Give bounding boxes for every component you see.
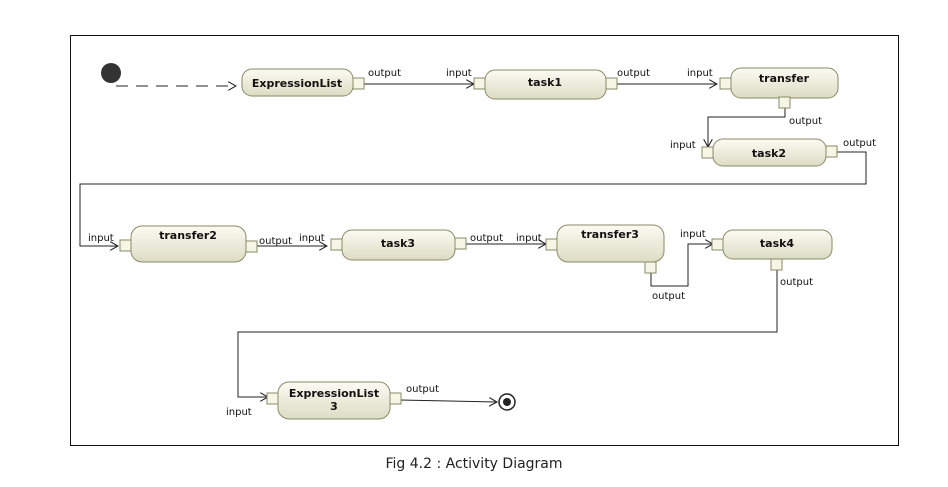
pin-label-input: input	[687, 68, 713, 79]
action-expressionlist3[interactable]: ExpressionList 3	[277, 381, 391, 420]
pin-label-output: output	[843, 138, 876, 149]
input-pin[interactable]	[266, 392, 279, 405]
action-transfer[interactable]: transfer	[730, 67, 839, 99]
edge-task4-to-expressionlist3	[237, 269, 778, 397]
output-pin[interactable]	[454, 237, 467, 250]
pin-label-output: output	[652, 291, 685, 302]
control-flows	[79, 84, 867, 402]
pin-label-input: input	[670, 140, 696, 151]
action-name: transfer	[759, 72, 810, 85]
edge-transfer3-to-task4	[650, 244, 713, 287]
pin-label-input: input	[299, 233, 325, 244]
pins	[119, 77, 838, 405]
input-pin[interactable]	[545, 238, 558, 251]
action-name: task3	[381, 237, 415, 250]
initial-node	[101, 63, 121, 83]
input-pin[interactable]	[330, 238, 343, 251]
edge-transfer-to-task2	[708, 108, 786, 147]
pin-label-input: input	[226, 407, 252, 418]
pin-label-input: input	[516, 233, 542, 244]
action-name: transfer3	[581, 228, 639, 241]
input-pin[interactable]	[719, 77, 732, 90]
action-transfer3[interactable]: transfer3	[556, 224, 665, 263]
edge-expressionlist3-to-final	[399, 400, 497, 402]
pin-label-output: output	[406, 384, 439, 395]
action-task1[interactable]: task1	[484, 69, 607, 100]
action-task4[interactable]: task4	[722, 229, 833, 260]
pin-label-input: input	[680, 229, 706, 240]
action-name-line-1: ExpressionList	[289, 387, 379, 400]
input-pin[interactable]	[711, 238, 724, 251]
output-pin[interactable]	[778, 96, 791, 109]
pin-label-output: output	[368, 68, 401, 79]
action-expressionlist[interactable]: ExpressionList	[241, 68, 354, 97]
figure-caption: Fig 4.2 : Activity Diagram	[385, 456, 563, 472]
pin-label-output: output	[780, 277, 813, 288]
input-pin[interactable]	[119, 239, 132, 252]
pin-label-output: output	[259, 236, 292, 247]
action-transfer2[interactable]: transfer2	[130, 225, 247, 263]
edge-task2-to-transfer2	[79, 151, 867, 246]
input-pin[interactable]	[473, 77, 486, 90]
action-name: task1	[528, 76, 562, 89]
pin-label-output: output	[789, 116, 822, 127]
pin-label-input: input	[88, 233, 114, 244]
output-pin[interactable]	[644, 261, 657, 274]
output-pin[interactable]	[352, 77, 365, 90]
action-task3[interactable]: task3	[341, 229, 456, 261]
action-name: task4	[760, 237, 795, 250]
output-pin[interactable]	[605, 77, 618, 90]
output-pin[interactable]	[245, 240, 258, 253]
output-pin[interactable]	[825, 145, 838, 158]
output-pin[interactable]	[389, 392, 402, 405]
action-task2[interactable]: task2	[712, 138, 827, 167]
activity-final-node	[498, 393, 516, 411]
pin-label-input: input	[446, 68, 472, 79]
pin-labels: output input output input output input o…	[88, 68, 876, 418]
pin-label-output: output	[617, 68, 650, 79]
actions: ExpressionList task1 transfer task2 tran…	[130, 67, 839, 420]
action-name: transfer2	[159, 229, 217, 242]
pin-label-output: output	[470, 233, 503, 244]
action-name: ExpressionList	[252, 77, 342, 90]
input-pin[interactable]	[701, 146, 714, 159]
output-pin[interactable]	[770, 258, 783, 271]
action-name-line-2: 3	[330, 400, 338, 413]
action-name: task2	[752, 147, 786, 160]
